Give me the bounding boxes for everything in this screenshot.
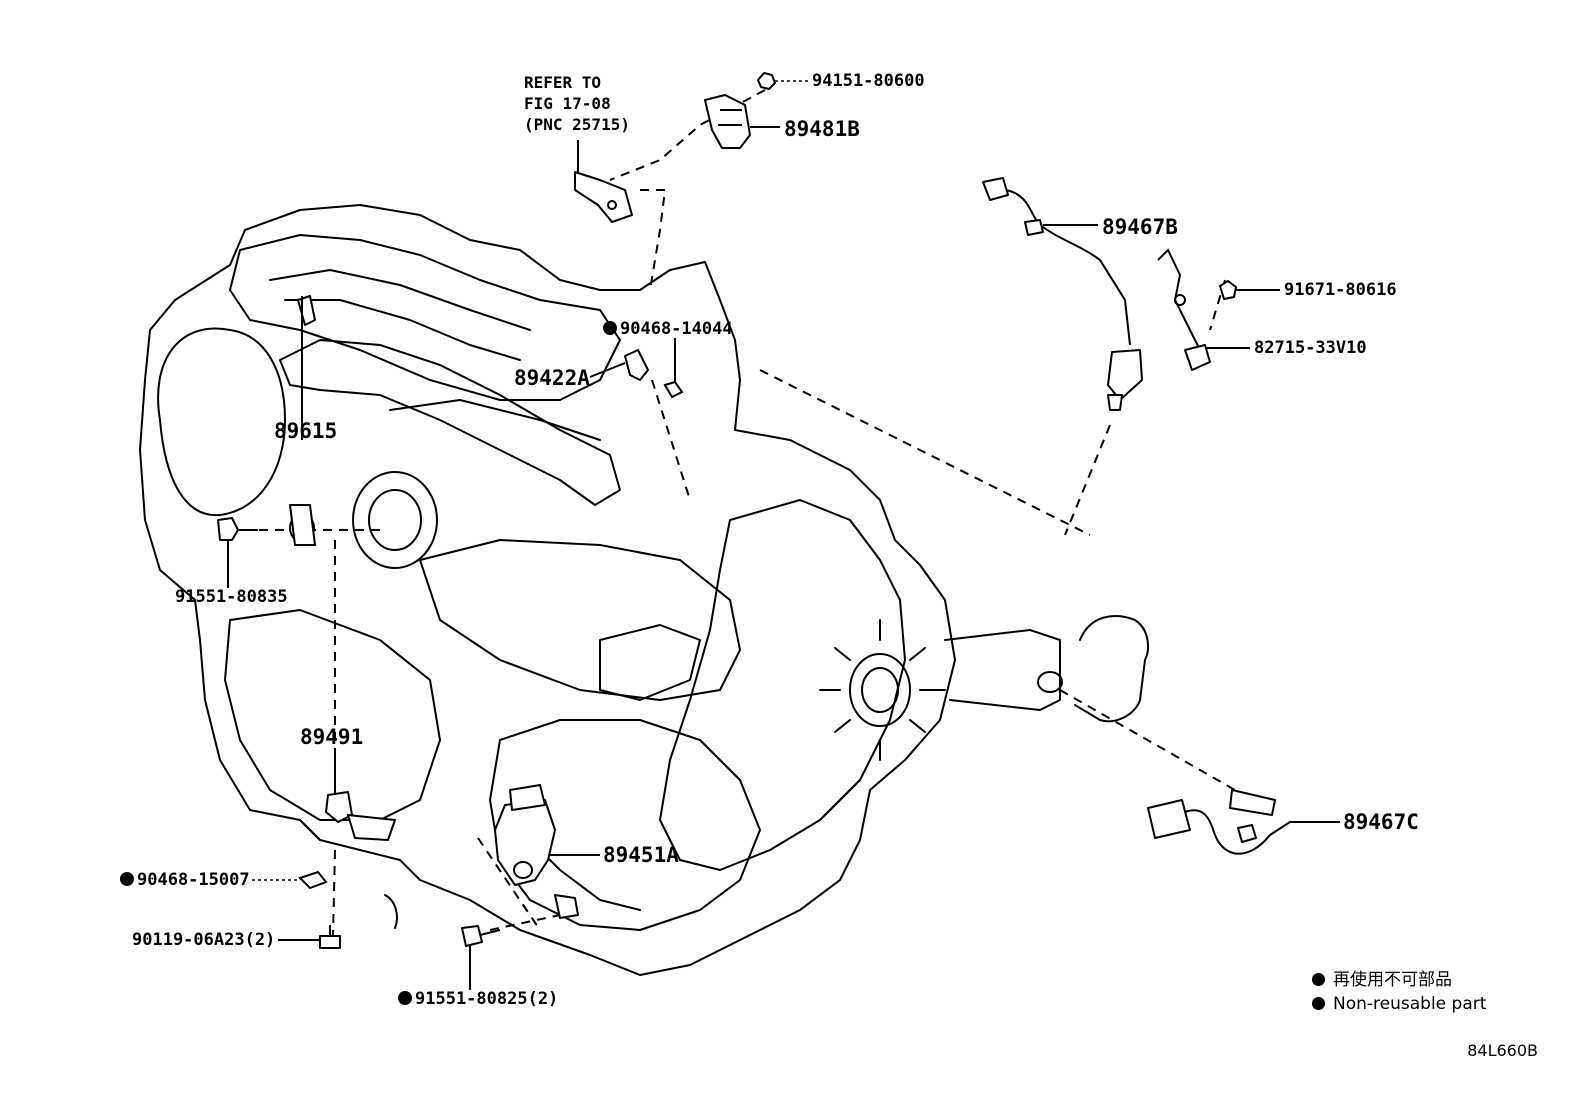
part-nut-94151-80600 [757, 72, 776, 90]
legend-line-1: 再使用不可部品 [1312, 968, 1486, 992]
part-gasket-90468-14044 [663, 380, 684, 399]
label-89491[interactable]: 89491 [300, 725, 364, 749]
part-sensor-89422A [624, 349, 649, 381]
refer-note-line-3: (PNC 25715) [524, 115, 630, 134]
figure-code: 84L660B [1467, 1041, 1538, 1060]
label-91551-80825[interactable]: 91551-80825(2) [398, 990, 558, 1008]
part-bolt-90119-06A23 [319, 925, 341, 949]
part-bolt-91551-80835 [217, 517, 258, 541]
part-speed-sensor-89491 [325, 791, 396, 841]
non-reusable-dot [603, 321, 617, 335]
label-89467B[interactable]: 89467B [1102, 215, 1178, 239]
non-reusable-dot [120, 872, 134, 886]
non-reusable-dot [398, 991, 412, 1005]
part-gasket-90468-15007 [298, 870, 328, 890]
part-bolt-91551-80825 [461, 925, 501, 947]
label-89615[interactable]: 89615 [274, 419, 338, 443]
part-sensor-89481B [704, 94, 751, 149]
label-89481B[interactable]: 89481B [784, 117, 860, 141]
part-air-fuel-sensor-89467B [982, 177, 1143, 411]
label-90119-06A23[interactable]: 90119-06A23(2) [132, 930, 276, 950]
label-89451A[interactable]: 89451A [603, 843, 679, 867]
label-89467C[interactable]: 89467C [1343, 810, 1419, 834]
part-clamp-82715-33V10 [1157, 248, 1211, 371]
part-bolt-91671-80616 [1219, 280, 1237, 300]
refer-note-line-2: FIG 17-08 [524, 94, 611, 113]
legend-line-2: Non-reusable part [1312, 992, 1486, 1016]
legend-dot-icon [1312, 997, 1325, 1010]
label-89422A[interactable]: 89422A [514, 366, 590, 390]
engine-assembly-illustration [139, 204, 1149, 976]
leader-lines [227, 80, 1340, 990]
legend-dot-icon [1312, 973, 1325, 986]
legend: 再使用不可部品 Non-reusable part [1312, 968, 1486, 1016]
label-94151-80600[interactable]: 94151-80600 [812, 71, 925, 91]
reference-lines [243, 89, 1236, 936]
label-82715-33V10[interactable]: 82715-33V10 [1254, 338, 1367, 358]
refer-note-line-1: REFER TO [524, 73, 602, 92]
part-switch-89451A [494, 784, 579, 919]
label-91551-80835[interactable]: 91551-80835 [175, 587, 288, 607]
label-91671-80616[interactable]: 91671-80616 [1284, 280, 1397, 300]
refer-note: REFER TO FIG 17-08 (PNC 25715) [524, 72, 630, 135]
label-90468-14044[interactable]: 90468-14044 [603, 320, 733, 338]
label-90468-15007[interactable]: 90468-15007 [120, 871, 250, 889]
part-bracket-refer [574, 171, 633, 223]
part-air-fuel-sensor-89467C [1147, 789, 1291, 855]
